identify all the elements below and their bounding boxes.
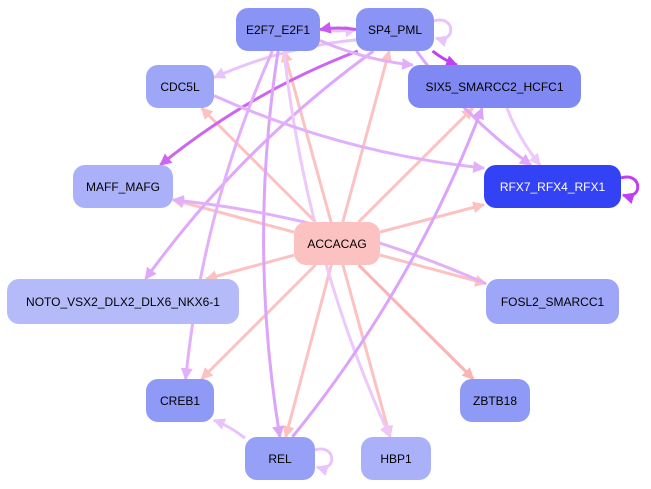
edge-E2F7_E2F1-to-CREB1 <box>180 50 274 381</box>
edge-ACCACAG-to-CREB1 <box>200 263 317 381</box>
node-rel[interactable]: REL <box>245 437 315 480</box>
edge-SP4_PML-to-SIX5_SMARCC2_HCFC1 <box>431 49 459 67</box>
edge-CDC5L-to-RFX7_RFX4_RFX1 <box>213 94 486 173</box>
edge-E2F7_E2F1-to-REL <box>262 50 285 439</box>
edge-SP4_PML-to-E2F7_E2F1 <box>318 21 357 34</box>
node-label: SIX5_SMARCC2_HCFC1 <box>425 79 564 94</box>
node-cdc5l[interactable]: CDC5L <box>146 65 214 108</box>
edge-ACCACAG-to-REL <box>282 264 333 439</box>
edge-ACCACAG-to-E2F7_E2F1 <box>281 49 333 223</box>
node-label: E2F7_E2F1 <box>245 22 311 37</box>
edge-ACCACAG-to-FOSL2_SMARCC1 <box>379 253 488 287</box>
edge-SP4_PML-to-NOTO_VSX2_DLX2_DLX6_NKX6-1 <box>144 49 375 280</box>
edge-SP4_PML-to-MAFF_MAFG <box>159 49 359 167</box>
edge-ACCACAG-to-NOTO_VSX2_DLX2_DLX6_NKX6-1 <box>204 253 295 282</box>
edge-SP4_PML-to-SP4_PML <box>433 18 453 47</box>
node-label: CDC5L <box>160 79 200 94</box>
edge-REL-to-REL <box>314 447 334 476</box>
edge-E2F7_E2F1-to-SIX5_SMARCC2_HCFC1 <box>319 39 415 70</box>
edge-ACCACAG-to-CDC5L <box>200 106 317 224</box>
node-label: FOSL2_SMARCC1 <box>500 294 605 309</box>
node-zbtb18[interactable]: ZBTB18 <box>460 379 530 422</box>
node-accacag[interactable]: ACCACAG <box>294 222 380 265</box>
node-six5_smarcc2_hcfc1[interactable]: SIX5_SMARCC2_HCFC1 <box>408 65 581 108</box>
node-label: HBP1 <box>380 451 412 466</box>
edge-ACCACAG-to-HBP1 <box>341 264 394 439</box>
node-label: NOTO_VSX2_DLX2_DLX6_NKX6-1 <box>26 294 220 309</box>
edge-SIX5_SMARCC2_HCFC1-to-RFX7_RFX4_RFX1 <box>505 107 542 166</box>
node-fosl2_smarcc1[interactable]: FOSL2_SMARCC1 <box>486 279 619 324</box>
node-label: REL <box>268 451 292 466</box>
edge-REL-to-CREB1 <box>212 418 246 440</box>
edge-ACCACAG-to-SIX5_SMARCC2_HCFC1 <box>357 106 474 224</box>
edge-ACCACAG-to-ZBTB18 <box>357 263 475 381</box>
edge-ACCACAG-to-SP4_PML <box>341 49 393 223</box>
node-sp4_pml[interactable]: SP4_PML <box>356 8 434 51</box>
node-label: ACCACAG <box>307 236 367 251</box>
node-noto_vsx2_dlx2_dlx6_nkx6-1[interactable]: NOTO_VSX2_DLX2_DLX6_NKX6-1 <box>7 279 239 324</box>
node-label: ZBTB18 <box>472 393 517 408</box>
node-label: CREB1 <box>159 393 200 408</box>
edge-REL-to-SIX5_SMARCC2_HCFC1 <box>291 106 484 438</box>
node-hbp1[interactable]: HBP1 <box>361 437 431 480</box>
edge-RFX7_RFX4_RFX1-to-RFX7_RFX4_RFX1 <box>620 175 640 204</box>
node-rfx7_rfx4_rfx1[interactable]: RFX7_RFX4_RFX1 <box>484 165 621 208</box>
node-creb1[interactable]: CREB1 <box>146 379 214 422</box>
node-label: RFX7_RFX4_RFX1 <box>499 179 606 194</box>
node-label: SP4_PML <box>367 22 423 37</box>
edge-ACCACAG-to-MAFF_MAFG <box>171 196 295 234</box>
node-e2f7_e2f1[interactable]: E2F7_E2F1 <box>236 8 320 51</box>
node-label: MAFF_MAFG <box>86 179 160 194</box>
node-maff_mafg[interactable]: MAFF_MAFG <box>73 165 173 208</box>
